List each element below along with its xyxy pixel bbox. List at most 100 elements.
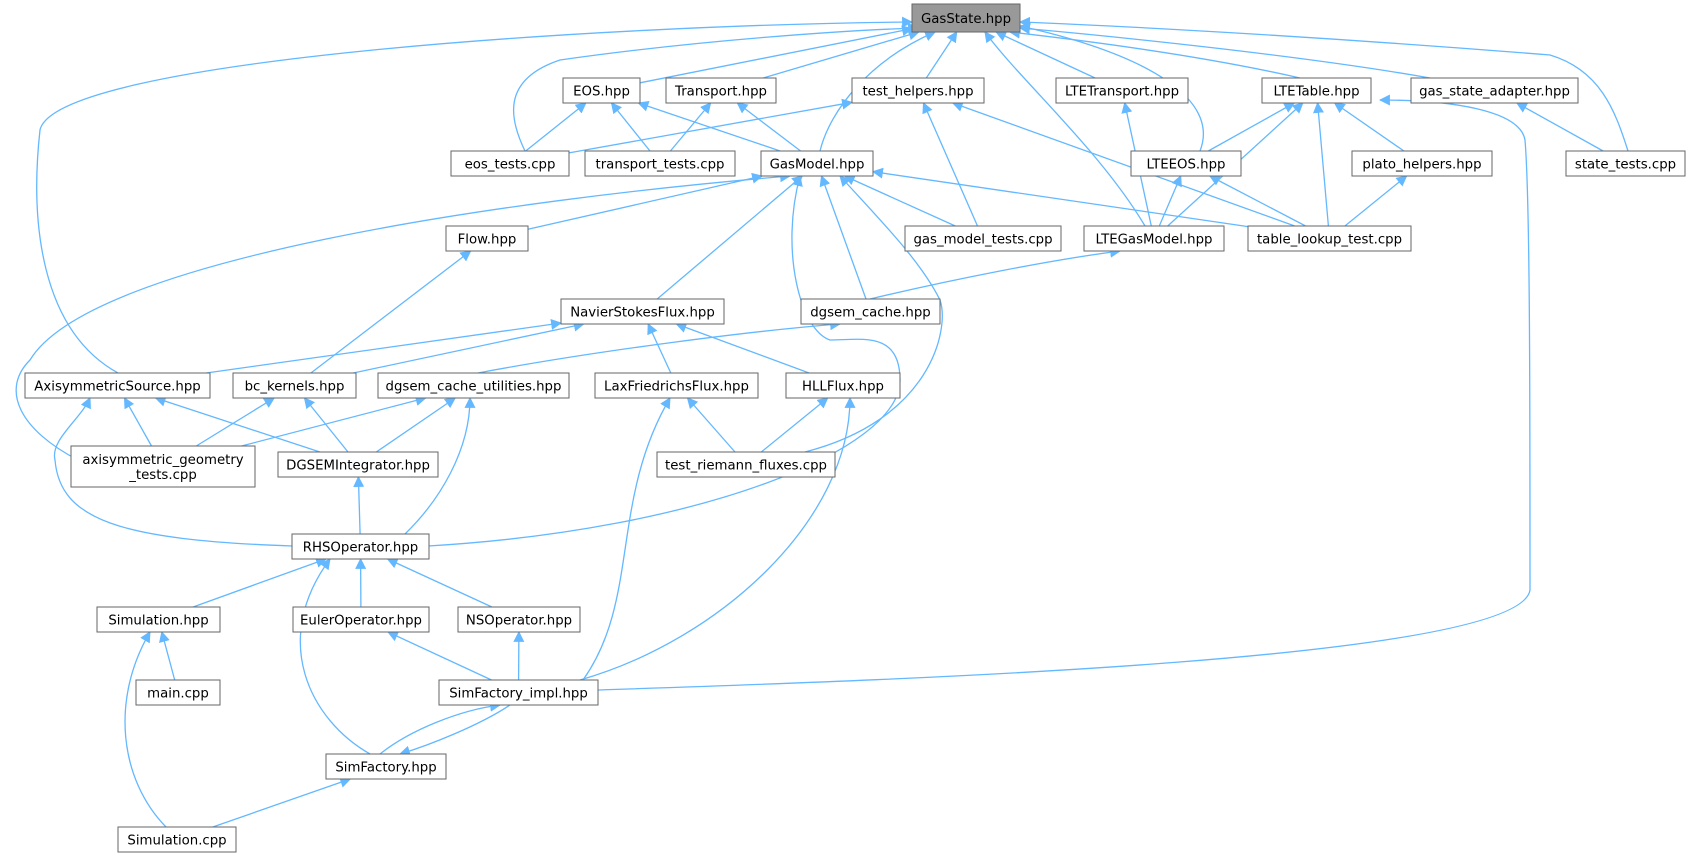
edge-axisym_tests-to-axisymmetricsource bbox=[123, 397, 153, 447]
node-label: RHSOperator.hpp bbox=[303, 541, 419, 556]
node-simulation_hpp[interactable]: Simulation.hpp bbox=[96, 606, 221, 633]
node-box bbox=[445, 225, 529, 252]
node-transport_tests[interactable]: transport_tests.cpp bbox=[584, 150, 736, 177]
node-ltegasmodel[interactable]: LTEGasModel.hpp bbox=[1083, 225, 1225, 252]
node-box bbox=[760, 150, 874, 177]
node-dgsem_cache_utilities[interactable]: dgsem_cache_utilities.hpp bbox=[377, 372, 570, 399]
node-plato_helpers[interactable]: plato_helpers.hpp bbox=[1351, 150, 1493, 177]
node-hllflux[interactable]: HLLFlux.hpp bbox=[785, 372, 901, 399]
node-eos[interactable]: EOS.hpp bbox=[562, 77, 641, 104]
node-box bbox=[584, 150, 736, 177]
edge-simfactory_impl-to-euleroperator bbox=[387, 631, 492, 681]
edge-main_cpp-to-simulation_hpp bbox=[159, 630, 176, 681]
node-box bbox=[135, 679, 221, 706]
node-label: gas_model_tests.cpp bbox=[913, 233, 1052, 248]
node-label: LTEGasModel.hpp bbox=[1096, 233, 1213, 248]
edge-ltegasmodel-to-gasstate bbox=[984, 31, 1146, 227]
edge-rhsoperator-to-gasmodel bbox=[427, 174, 901, 547]
edge-dgsemintegrator-to-dgsem_cache_utilities bbox=[375, 397, 457, 453]
node-test_riemann[interactable]: test_riemann_fluxes.cpp bbox=[656, 451, 836, 478]
node-ltetransport[interactable]: LTETransport.hpp bbox=[1055, 77, 1189, 104]
node-euleroperator[interactable]: EulerOperator.hpp bbox=[292, 606, 430, 633]
edge-dgsem_cache_utilities-to-dgsem_cache bbox=[477, 319, 842, 374]
node-axisymmetricsource[interactable]: AxisymmetricSource.hpp bbox=[24, 372, 211, 399]
edge-gas_model_tests-to-gasmodel bbox=[843, 175, 956, 227]
node-box bbox=[562, 77, 641, 104]
node-laxfriedrichs[interactable]: LaxFriedrichsFlux.hpp bbox=[594, 372, 759, 399]
edge-bc_kernels-to-flow bbox=[310, 250, 472, 374]
node-label: GasModel.hpp bbox=[770, 158, 865, 173]
edge-simulation_cpp-to-simulation_hpp bbox=[124, 631, 167, 828]
node-box bbox=[377, 372, 570, 399]
node-label: EOS.hpp bbox=[573, 85, 630, 100]
node-flow[interactable]: Flow.hpp bbox=[445, 225, 529, 252]
edge-eos_tests-to-gasstate bbox=[512, 22, 920, 152]
node-simfactory_impl[interactable]: SimFactory_impl.hpp bbox=[438, 679, 599, 706]
node-eos_tests[interactable]: eos_tests.cpp bbox=[450, 150, 570, 177]
edge-hllflux-to-navierstokes bbox=[675, 322, 810, 374]
node-dgsem_cache[interactable]: dgsem_cache.hpp bbox=[800, 298, 941, 325]
node-box bbox=[911, 3, 1021, 33]
node-rhsoperator[interactable]: RHSOperator.hpp bbox=[291, 533, 430, 560]
node-gasstate[interactable]: GasState.hpp bbox=[911, 3, 1021, 33]
node-gas_state_adapter[interactable]: gas_state_adapter.hpp bbox=[1410, 77, 1579, 104]
node-box bbox=[438, 679, 599, 706]
node-label: bc_kernels.hpp bbox=[245, 380, 345, 395]
edge-simfactory_impl-to-laxfriedrichs bbox=[582, 397, 671, 681]
node-box bbox=[232, 372, 357, 399]
edge-gasmodel-to-transport bbox=[736, 102, 801, 152]
node-label: EulerOperator.hpp bbox=[300, 614, 422, 629]
node-box bbox=[450, 150, 570, 177]
edge-bc_kernels-to-navierstokes bbox=[353, 320, 585, 374]
node-simfactory[interactable]: SimFactory.hpp bbox=[325, 753, 447, 780]
node-box bbox=[1083, 225, 1225, 252]
edge-transport-to-gasstate bbox=[763, 29, 920, 79]
edge-laxfriedrichs-to-navierstokes bbox=[647, 323, 672, 374]
node-box bbox=[1410, 77, 1579, 104]
node-box bbox=[117, 826, 237, 853]
node-box bbox=[292, 606, 430, 633]
node-navierstokes[interactable]: NavierStokesFlux.hpp bbox=[560, 298, 725, 325]
node-nsoperator[interactable]: NSOperator.hpp bbox=[457, 606, 581, 633]
node-box bbox=[800, 298, 941, 325]
node-box bbox=[457, 606, 581, 633]
node-simulation_cpp[interactable]: Simulation.cpp bbox=[117, 826, 237, 853]
edge-axisymmetricsource-to-gasstate bbox=[36, 16, 914, 374]
edge-transport_tests-to-transport bbox=[669, 102, 712, 152]
node-label: main.cpp bbox=[147, 687, 209, 702]
node-lteeos[interactable]: LTEEOS.hpp bbox=[1130, 150, 1242, 177]
node-box bbox=[24, 372, 211, 399]
node-dgsemintegrator[interactable]: DGSEMIntegrator.hpp bbox=[277, 451, 439, 478]
edge-simulation_hpp-to-rhsoperator bbox=[192, 557, 327, 608]
edge-ltegasmodel-to-lteeos bbox=[1158, 174, 1182, 227]
node-gasmodel[interactable]: GasModel.hpp bbox=[760, 150, 874, 177]
node-test_helpers[interactable]: test_helpers.hpp bbox=[851, 77, 985, 104]
edge-eos_tests-to-eos bbox=[525, 102, 587, 152]
node-bc_kernels[interactable]: bc_kernels.hpp bbox=[232, 372, 357, 399]
node-ltetable[interactable]: LTETable.hpp bbox=[1261, 77, 1372, 104]
node-box bbox=[594, 372, 759, 399]
node-axisym_tests[interactable]: axisymmetric_geometry_tests.cpp bbox=[70, 445, 256, 488]
node-box bbox=[325, 753, 447, 780]
edge-table_lookup_test-to-ltetable bbox=[1312, 101, 1330, 227]
node-transport[interactable]: Transport.hpp bbox=[665, 77, 777, 104]
edge-gas_model_tests-to-test_helpers bbox=[922, 101, 979, 227]
edge-dgsem_cache-to-ltegasmodel bbox=[869, 246, 1122, 300]
edge-nsoperator-to-rhsoperator bbox=[386, 558, 493, 608]
node-gas_model_tests[interactable]: gas_model_tests.cpp bbox=[904, 225, 1062, 252]
node-state_tests[interactable]: state_tests.cpp bbox=[1565, 150, 1686, 177]
edge-axisym_tests-to-gasmodel bbox=[15, 171, 792, 461]
node-label: dgsem_cache.hpp bbox=[810, 306, 931, 321]
node-main_cpp[interactable]: main.cpp bbox=[135, 679, 221, 706]
node-label: test_riemann_fluxes.cpp bbox=[665, 459, 827, 474]
node-label: LaxFriedrichsFlux.hpp bbox=[604, 380, 749, 395]
node-box bbox=[291, 533, 430, 560]
node-table_lookup_test[interactable]: table_lookup_test.cpp bbox=[1247, 225, 1412, 252]
edge-eos-to-gasstate bbox=[639, 25, 914, 84]
node-label: SimFactory.hpp bbox=[335, 761, 436, 776]
edge-simulation_cpp-to-simfactory bbox=[212, 777, 352, 828]
node-label: eos_tests.cpp bbox=[465, 158, 556, 173]
edge-rhsoperator-to-dgsemintegrator bbox=[353, 475, 365, 535]
node-label: state_tests.cpp bbox=[1575, 158, 1676, 173]
edge-transport_tests-to-eos bbox=[610, 102, 651, 152]
